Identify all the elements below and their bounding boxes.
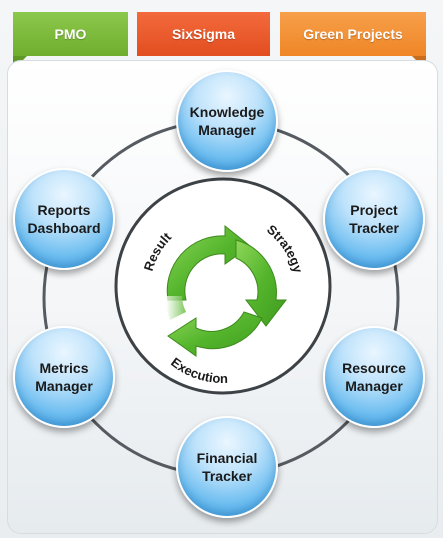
node-financial-tracker[interactable]: Financial Tracker bbox=[176, 416, 278, 518]
node-knowledge-manager-label: Knowledge Manager bbox=[189, 104, 265, 138]
tab-pmo[interactable]: PMO bbox=[13, 12, 128, 56]
tab-sixsigma[interactable]: SixSigma bbox=[137, 12, 270, 56]
arrow-bottom bbox=[167, 311, 263, 357]
arrow-top-left bbox=[166, 224, 251, 301]
tab-green-projects-label: Green Projects bbox=[303, 26, 403, 42]
arrow-right bbox=[235, 239, 288, 327]
arrow-tail-highlight bbox=[165, 296, 186, 320]
node-resource-manager[interactable]: Resource Manager bbox=[323, 326, 425, 428]
tab-sixsigma-label: SixSigma bbox=[171, 26, 236, 42]
tab-pmo-label: PMO bbox=[54, 26, 87, 42]
inner-ring bbox=[114, 177, 332, 395]
node-project-tracker[interactable]: Project Tracker bbox=[323, 168, 425, 270]
node-reports-dashboard[interactable]: Reports Dashboard bbox=[13, 168, 115, 270]
node-metrics-manager-label: Metrics Manager bbox=[35, 360, 93, 394]
node-reports-dashboard-label: Reports Dashboard bbox=[27, 202, 101, 236]
node-financial-tracker-label: Financial Tracker bbox=[196, 450, 258, 484]
cycle-arrows bbox=[165, 224, 288, 357]
node-project-tracker-label: Project Tracker bbox=[349, 202, 399, 236]
node-metrics-manager[interactable]: Metrics Manager bbox=[13, 326, 115, 428]
node-resource-manager-label: Resource Manager bbox=[342, 360, 406, 394]
node-knowledge-manager[interactable]: Knowledge Manager bbox=[176, 70, 278, 172]
tab-green-projects[interactable]: Green Projects bbox=[280, 12, 426, 56]
